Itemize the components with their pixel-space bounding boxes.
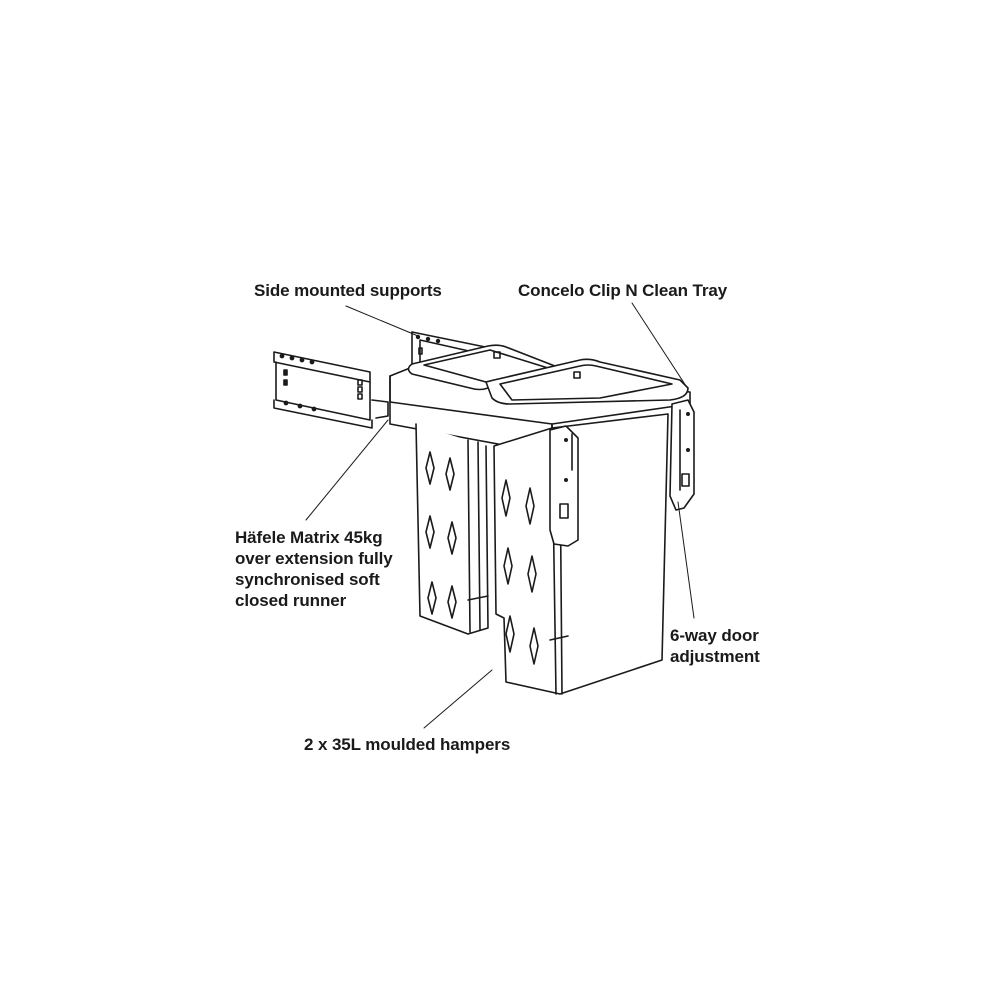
runner-slide — [273, 351, 389, 429]
callout-text-line-1: Häfele Matrix 45kg — [235, 528, 383, 547]
callout-text: Concelo Clip N Clean Tray — [518, 281, 728, 300]
door-bracket-left — [549, 425, 579, 547]
leader-clip-tray — [631, 302, 687, 387]
callout-clip-n-clean-tray: Concelo Clip N Clean Tray — [518, 280, 727, 301]
callout-text-line-3: synchronised soft — [235, 570, 380, 589]
callout-runner: Häfele Matrix 45kg over extension fully … — [235, 527, 393, 611]
hamper-right — [493, 413, 669, 695]
hamper-left — [415, 423, 489, 635]
callout-text-line-4: closed runner — [235, 591, 347, 610]
callout-text-line-1: 6-way door — [670, 626, 759, 645]
callout-moulded-hampers: 2 x 35L moulded hampers — [304, 734, 510, 755]
leader-side-supports — [345, 305, 419, 337]
callout-side-mounted-supports: Side mounted supports — [254, 280, 442, 301]
callout-door-adjustment: 6-way door adjustment — [670, 625, 760, 667]
leader-runner — [305, 419, 389, 521]
callout-text-line-2: over extension fully — [235, 549, 393, 568]
leader-lines — [305, 302, 695, 729]
leader-hampers — [423, 669, 493, 729]
leader-door-adjust — [677, 501, 695, 619]
callout-text: Side mounted supports — [254, 281, 442, 300]
door-adjuster-right — [669, 399, 695, 511]
clip-n-clean-trays — [407, 344, 689, 405]
callout-text-line-2: adjustment — [670, 647, 760, 666]
callout-text: 2 x 35L moulded hampers — [304, 735, 511, 754]
